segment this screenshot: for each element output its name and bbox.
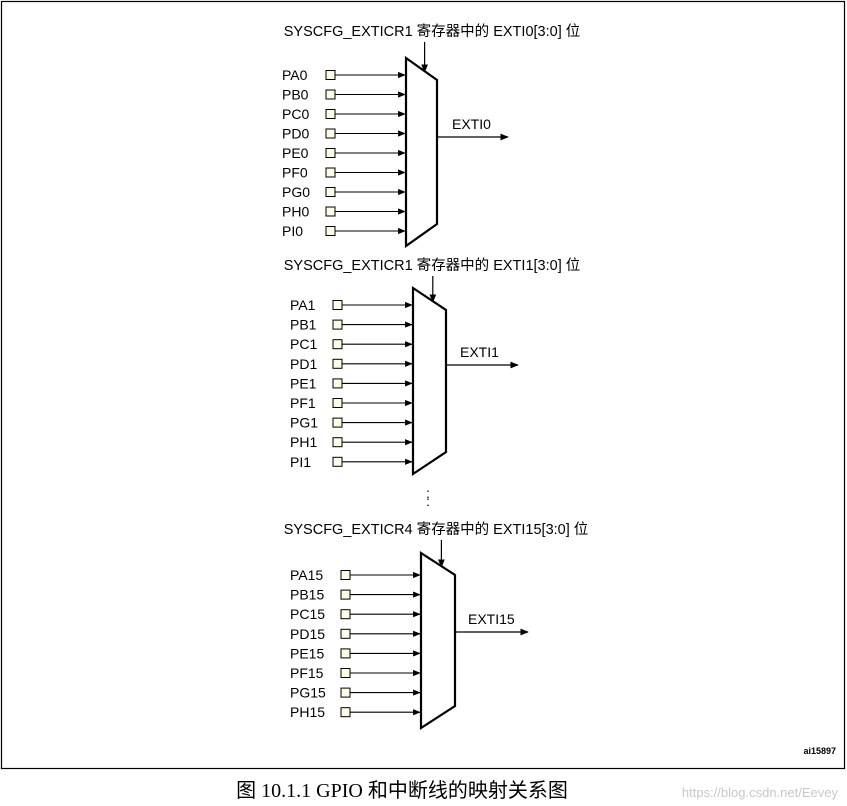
gpio-input-label: PC0 — [282, 106, 309, 122]
gpio-input-label: PF0 — [282, 165, 308, 181]
gpio-input-label: PH15 — [290, 704, 325, 720]
exti-output-label: EXTI1 — [460, 344, 499, 360]
gpio-pin-box — [340, 648, 351, 659]
watermark: https://blog.csdn.net/Eevey — [682, 785, 839, 800]
gpio-input-label: PD1 — [290, 356, 317, 372]
gpio-input-label: PC15 — [290, 606, 325, 622]
gpio-input-label: PB1 — [290, 317, 317, 333]
gpio-pin-box — [325, 70, 336, 80]
gpio-pin-box — [340, 668, 351, 678]
gpio-input-label: PE1 — [290, 375, 317, 391]
gpio-pin-box — [325, 167, 336, 178]
gpio-input-label: PC1 — [290, 336, 317, 352]
gpio-pin-box — [340, 707, 351, 718]
gpio-input-label: PI0 — [282, 223, 303, 239]
gpio-input-label: PB0 — [282, 87, 309, 103]
gpio-pin-box — [332, 319, 343, 330]
gpio-pin-box — [332, 300, 343, 310]
gpio-pin-box — [332, 398, 343, 408]
figure-id: ai15897 — [803, 746, 836, 756]
gpio-input-label: PB15 — [290, 587, 324, 603]
gpio-pin-box — [325, 109, 336, 119]
gpio-input-label: PA15 — [290, 567, 323, 583]
gpio-pin-box — [340, 570, 351, 580]
gpio-pin-box — [332, 339, 343, 350]
gpio-input-label: PG15 — [290, 685, 326, 701]
mux-block: SYSCFG_EXTICR1 寄存器中的 EXTI0[3:0] 位 PA0PB0P… — [282, 22, 581, 249]
gpio-input-label: PA0 — [282, 67, 308, 83]
exti-output-label: EXTI15 — [468, 611, 515, 627]
gpio-pin-box — [332, 417, 343, 428]
figure-caption: 图 10.1.1 GPIO 和中断线的映射关系图 — [236, 779, 568, 802]
gpio-pin-box — [325, 128, 336, 139]
gpio-pin-box — [340, 687, 351, 698]
gpio-pin-box — [332, 358, 343, 369]
gpio-input-label: PA1 — [290, 297, 316, 313]
mux-select-title: SYSCFG_EXTICR1 寄存器中的 EXTI0[3:0] 位 — [284, 22, 581, 40]
gpio-input-label: PD0 — [282, 126, 309, 142]
gpio-pin-box — [325, 187, 336, 197]
gpio-pin-box — [325, 226, 336, 236]
gpio-input-label: PH1 — [290, 434, 317, 450]
gpio-pin-box — [332, 456, 343, 467]
mux-block: SYSCFG_EXTICR1 寄存器中的 EXTI1[3:0] 位 PA1PB1P… — [284, 256, 581, 477]
gpio-pin-box — [325, 206, 336, 217]
gpio-input-label: PH0 — [282, 204, 309, 220]
mux-select-title: SYSCFG_EXTICR4 寄存器中的 EXTI15[3:0] 位 — [284, 520, 589, 538]
exti-output-label: EXTI0 — [452, 116, 491, 132]
gpio-input-label: PE0 — [282, 145, 309, 161]
figure-frame — [0, 0, 846, 770]
gpio-input-label: PF1 — [290, 395, 316, 411]
gpio-pin-box — [325, 89, 336, 100]
multiplexer-shape — [404, 55, 439, 249]
gpio-input-label: PD15 — [290, 626, 325, 642]
mux-select-title: SYSCFG_EXTICR1 寄存器中的 EXTI1[3:0] 位 — [284, 256, 581, 274]
gpio-pin-box — [332, 437, 343, 448]
mux-blocks: SYSCFG_EXTICR1 寄存器中的 EXTI0[3:0] 位 PA0PB0P… — [282, 22, 589, 731]
gpio-input-label: PF15 — [290, 665, 324, 681]
gpio-pin-box — [325, 148, 336, 158]
gpio-input-label: PG1 — [290, 415, 318, 431]
gpio-input-label: PE15 — [290, 645, 324, 661]
ellipsis-top: : — [426, 485, 430, 501]
gpio-input-label: PG0 — [282, 184, 310, 200]
mux-block: SYSCFG_EXTICR4 寄存器中的 EXTI15[3:0] 位 PA15PB… — [284, 520, 589, 731]
multiplexer-shape — [419, 550, 457, 731]
multiplexer-shape — [411, 285, 448, 477]
gpio-pin-box — [340, 589, 351, 600]
gpio-input-label: PI1 — [290, 454, 311, 470]
gpio-pin-box — [340, 609, 351, 620]
gpio-pin-box — [340, 628, 351, 639]
ellipsis-bottom: : — [426, 493, 430, 509]
gpio-pin-box — [332, 378, 343, 389]
